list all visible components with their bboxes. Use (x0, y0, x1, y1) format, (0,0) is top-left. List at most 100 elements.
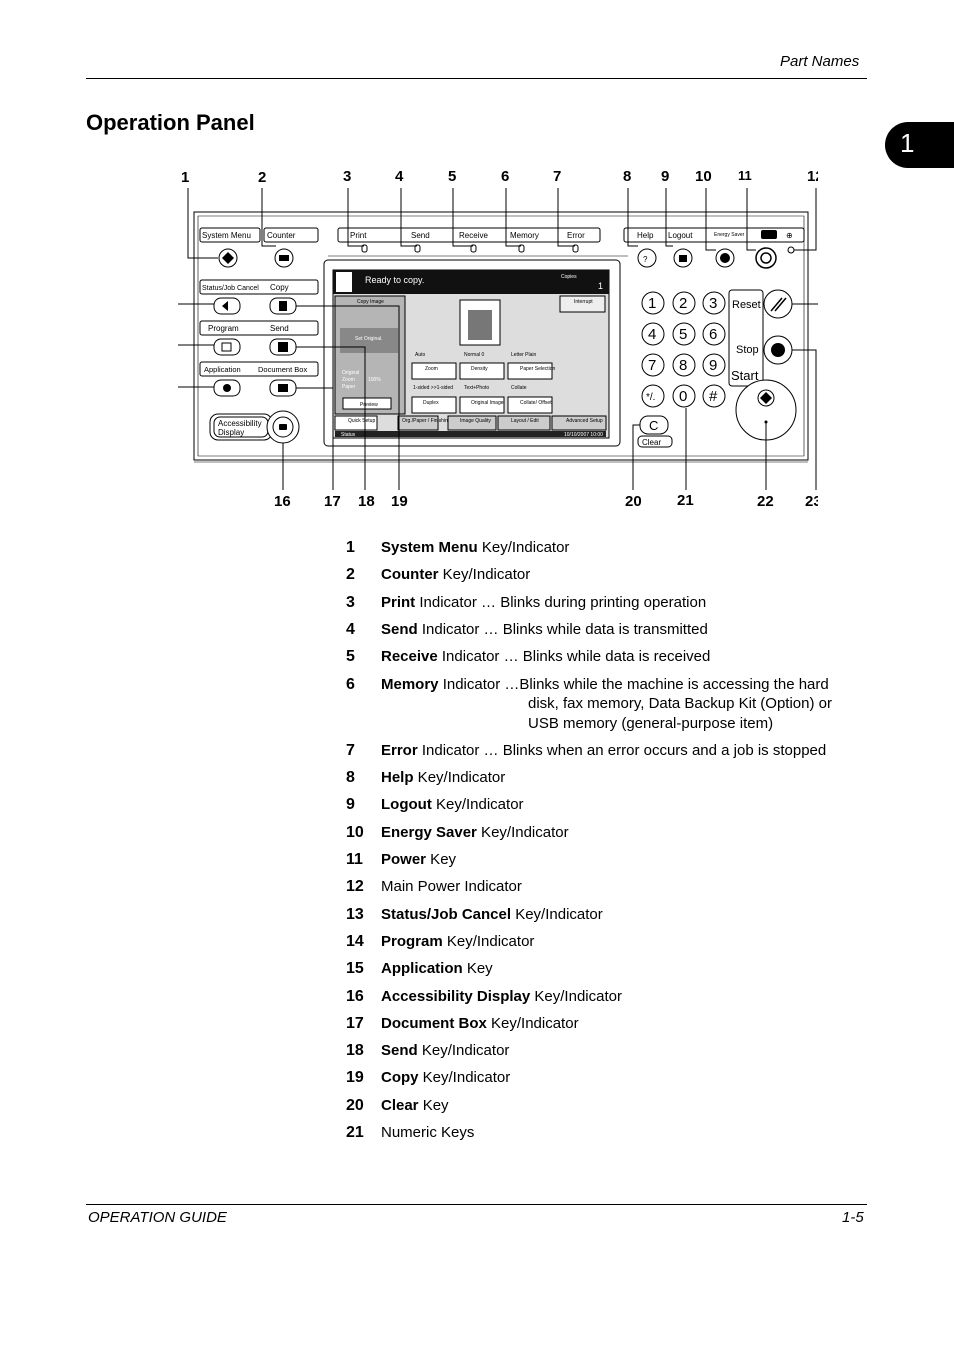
legend-part-name: Help (381, 769, 414, 787)
accessibility-label: Accessibility (218, 419, 262, 428)
legend-number: 4 (346, 620, 355, 638)
callout-16: 16 (274, 493, 291, 510)
legend-description: Key (418, 1096, 449, 1114)
tab-layout-edit-label: Layout / Edit (511, 418, 539, 424)
legend-description: Key/Indicator (431, 796, 524, 814)
legend-part-name: Print (381, 593, 416, 611)
start-label: Start (731, 368, 759, 383)
key-4[interactable]: 4 (648, 326, 656, 343)
legend-number: 8 (346, 769, 355, 787)
callout-7: 7 (553, 168, 561, 185)
legend-part-name: Document Box (381, 1014, 487, 1032)
counter-key[interactable]: Counter (263, 227, 319, 268)
key-9[interactable]: 9 (709, 357, 717, 374)
program-key[interactable]: Program (199, 320, 319, 356)
collate-offset-button[interactable] (507, 396, 553, 414)
copy-key[interactable]: Copy (269, 283, 297, 315)
energy-saver-key[interactable]: Energy Saver (714, 232, 745, 268)
callout-8: 8 (623, 168, 631, 185)
tab-quick-setup[interactable] (334, 415, 378, 431)
numeric-keys[interactable]: 1 2 3 4 5 6 7 8 9 */. 0 # (641, 291, 726, 408)
tab-image-quality[interactable] (447, 415, 497, 431)
callout-20: 20 (625, 493, 642, 510)
legend-part-name: Clear (381, 1096, 419, 1114)
zoom-value: 100% (368, 377, 381, 383)
key-0[interactable]: 0 (679, 388, 687, 405)
memory-indicator: Memory (510, 231, 539, 253)
legend-part-name: Accessibility Display (381, 987, 531, 1005)
preview-button[interactable] (342, 397, 392, 410)
key-hash[interactable]: # (709, 388, 718, 405)
legend-description: Numeric Keys (381, 1124, 475, 1141)
legend-text: Logout Key/Indicator (381, 795, 524, 814)
legend-description: Indicator … Blinks while data is receive… (437, 648, 711, 666)
legend-text: Send Indicator … Blinks while data is tr… (381, 620, 708, 639)
legend-text: Copy Key/Indicator (381, 1068, 510, 1087)
legend-number: 3 (346, 593, 355, 611)
start-key[interactable]: Start (731, 368, 797, 441)
lock-icon (679, 255, 687, 262)
legend-number: 15 (346, 960, 364, 978)
paper-label: Paper (342, 384, 356, 390)
duplex-button[interactable] (411, 396, 457, 414)
callout-6: 6 (501, 168, 509, 185)
legend-description: Main Power Indicator (381, 878, 522, 896)
key-8[interactable]: 8 (679, 357, 687, 374)
key-7[interactable]: 7 (648, 357, 656, 374)
main-power-icon: ⊕ (786, 231, 793, 240)
tab-layout-edit[interactable] (497, 415, 551, 431)
key-asterisk-period[interactable]: */. (646, 392, 655, 403)
help-key[interactable]: Help ? (637, 231, 657, 268)
legend-description: Key (426, 851, 457, 868)
legend-number: 19 (346, 1069, 364, 1087)
legend-number: 6 (346, 675, 355, 693)
key-6[interactable]: 6 (709, 326, 717, 343)
logout-key[interactable]: Logout (668, 231, 693, 268)
key-2[interactable]: 2 (679, 295, 687, 312)
application-key[interactable]: Application (199, 361, 319, 397)
legend-text: Power Key (381, 850, 456, 869)
legend-text: Print Indicator … Blinks during printing… (381, 593, 706, 612)
status-job-cancel-key[interactable]: Status/Job Cancel (199, 279, 319, 315)
application-label: Application (204, 365, 241, 374)
tab-advanced-setup[interactable] (551, 415, 607, 431)
legend-text: Document Box Key/Indicator (381, 1014, 579, 1033)
legend-text: Numeric Keys (381, 1123, 474, 1142)
key-5[interactable]: 5 (679, 326, 687, 343)
density-button[interactable] (459, 362, 505, 380)
interrupt-button[interactable] (559, 295, 606, 313)
touch-panel[interactable]: Ready to copy. Copies 1 Interrupt Copy I… (323, 259, 621, 447)
power-key[interactable] (755, 230, 777, 269)
operation-panel-figure: System Menu Counter Print Send Receive M… (178, 168, 818, 510)
legend-description: Key/Indicator (477, 539, 570, 556)
preview-label: Preview (360, 402, 378, 408)
paper-selection-button[interactable] (507, 362, 553, 380)
footer-page-number: 1-5 (842, 1209, 864, 1226)
energy-saver-label: Energy Saver (714, 232, 745, 238)
legend-number: 7 (346, 741, 355, 759)
clear-label: Clear (642, 438, 661, 447)
legend-part-name: Logout (381, 796, 432, 814)
legend-part-name: Application (381, 960, 463, 978)
send-key-label: Send (270, 324, 289, 333)
original-image-button[interactable] (459, 396, 505, 414)
page-heading: Operation Panel (86, 110, 255, 135)
stop-key[interactable]: Stop (736, 335, 793, 365)
key-3[interactable]: 3 (709, 295, 717, 312)
legend-description: Key/Indicator (418, 1069, 511, 1087)
receive-label: Receive (459, 231, 488, 240)
original-label: Original (342, 370, 359, 376)
indicator-strip (337, 227, 601, 243)
key-1[interactable]: 1 (648, 295, 656, 312)
legend-description: Key/Indicator (511, 905, 603, 923)
legend-number: 10 (346, 823, 364, 841)
legend-part-name: Copy (381, 1069, 419, 1087)
legend-text: Memory Indicator …Blinks while the machi… (381, 675, 829, 694)
zoom-button[interactable] (411, 362, 457, 380)
legend-text: Main Power Indicator (381, 877, 522, 896)
accessibility-display-key[interactable]: Accessibility Display (209, 410, 300, 444)
tab-org-paper-finishing[interactable] (397, 415, 439, 431)
copy-image-label: Copy Image (357, 299, 384, 305)
clear-key[interactable]: C Clear (637, 415, 673, 448)
system-menu-key[interactable]: System Menu (199, 227, 261, 268)
